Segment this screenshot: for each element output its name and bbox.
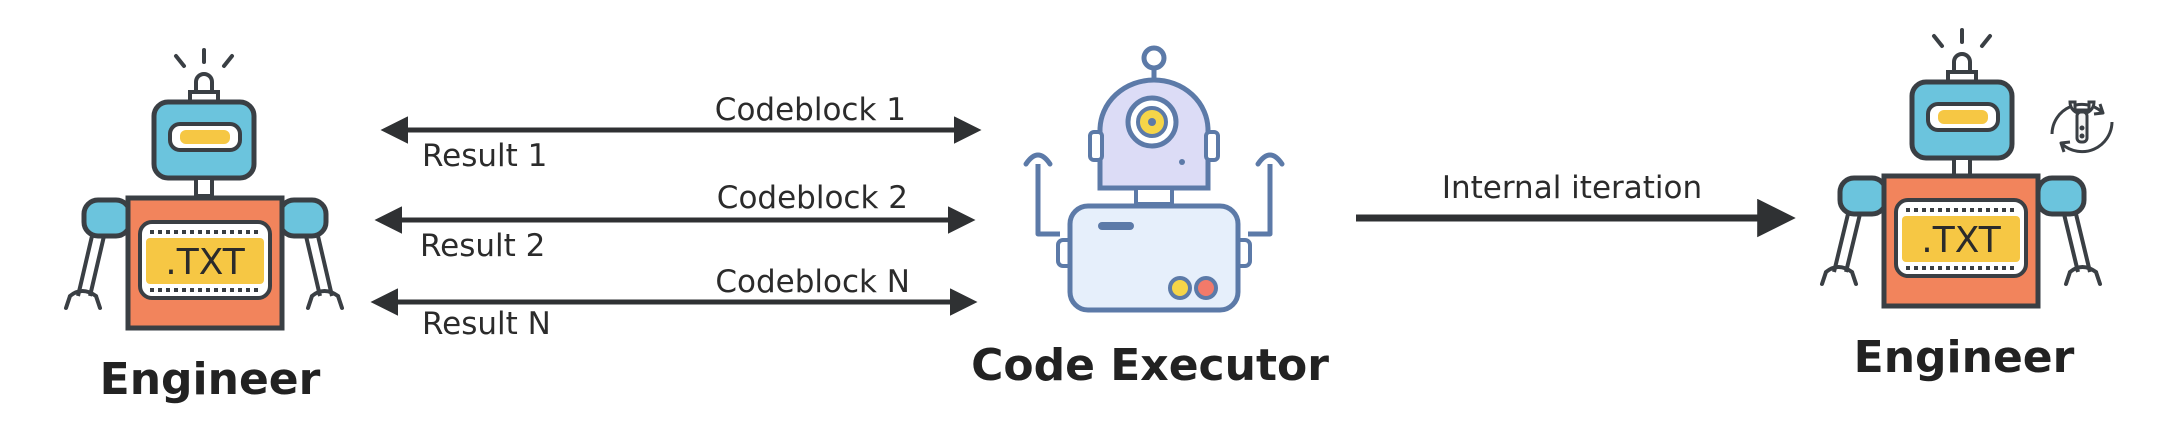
node-label-code-executor: Code Executor: [971, 340, 1329, 391]
badge-txt-left: .TXT: [165, 242, 245, 283]
code-executor-robot: [1023, 45, 1285, 313]
edge-label-internal-iteration: Internal iteration: [1442, 170, 1702, 206]
node-label-engineer-right: Engineer: [1854, 332, 2075, 383]
edge-label-result-2: Result 2: [420, 228, 545, 264]
edge-label-result-1: Result 1: [422, 138, 547, 174]
engineer-robot-right: [1820, 28, 2102, 309]
engineer-robot-left: [64, 48, 344, 331]
node-label-engineer-left: Engineer: [100, 354, 321, 405]
badge-txt-right: .TXT: [1921, 220, 2001, 261]
edge-label-codeblock-1: Codeblock 1: [715, 92, 906, 128]
edge-label-result-n: Result N: [422, 306, 551, 342]
edge-label-codeblock-n: Codeblock N: [715, 264, 910, 300]
edge-label-codeblock-2: Codeblock 2: [717, 180, 908, 216]
wrench-cycle-icon: [2050, 100, 2114, 154]
